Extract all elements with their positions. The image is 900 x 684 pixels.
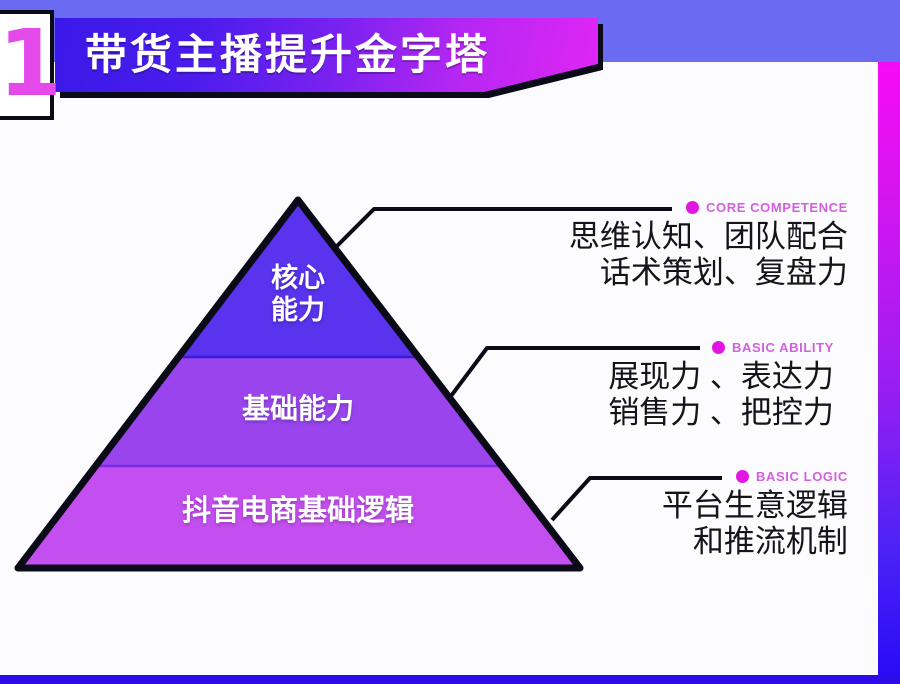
callout-kicker-row: BASIC ABILITY: [712, 339, 834, 355]
section-number-badge: 1: [0, 10, 62, 120]
callout-line: 和推流机制: [692, 523, 848, 559]
callout-body: 展现力 、表达力 销售力 、把控力: [532, 359, 834, 431]
page-title: 带货主播提升金字塔: [85, 31, 491, 78]
callout-basic-logic: BASIC LOGIC 平台生意逻辑 和推流机制: [662, 468, 848, 560]
callout-core-competence: CORE COMPETENCE 思维认知、团队配合 话术策划、复盘力: [569, 199, 848, 291]
pyramid-outline: [14, 196, 584, 572]
callout-kicker-row: BASIC LOGIC: [736, 468, 848, 484]
connector-line-core: [331, 207, 672, 252]
callout-basic-ability: BASIC ABILITY 展现力 、表达力 销售力 、把控力: [608, 339, 834, 431]
callout-line: 思维认知、团队配合: [568, 219, 848, 254]
callout-kicker-label: BASIC LOGIC: [756, 468, 848, 484]
bullet-dot-icon: [686, 200, 699, 214]
callout-kicker-label: CORE COMPETENCE: [706, 199, 848, 215]
callout-line: 话术策划、复盘力: [599, 254, 848, 290]
bullet-dot-icon: [736, 469, 749, 483]
pyramid-tier-middle-label: 基础能力: [241, 393, 354, 424]
bullet-dot-icon: [712, 340, 725, 354]
pyramid-tier-top-label: 核心 能力: [271, 263, 325, 326]
callout-line: 展现力 、表达力: [608, 359, 834, 394]
connector-line-basic-ability: [446, 346, 700, 402]
callout-body: 思维认知、团队配合 话术策划、复盘力: [506, 219, 848, 291]
callout-line: 销售力 、把控力: [608, 394, 834, 430]
callout-line: 平台生意逻辑: [661, 488, 848, 523]
connector-line-basic-logic: [550, 476, 722, 522]
content-panel: [0, 62, 878, 675]
right-gradient-strip: [878, 62, 900, 675]
callout-body: 平台生意逻辑 和推流机制: [556, 488, 848, 560]
pyramid-tier-bottom-label: 抖音电商基础逻辑: [181, 495, 414, 527]
callout-kicker-label: BASIC ABILITY: [732, 339, 834, 355]
section-number: 1: [0, 10, 63, 117]
title-banner: 带货主播提升金字塔: [55, 18, 598, 92]
pyramid-tier-bottom[interactable]: [0, 466, 900, 576]
callout-kicker-row: CORE COMPETENCE: [686, 199, 848, 215]
bottom-color-bar: [0, 675, 900, 684]
